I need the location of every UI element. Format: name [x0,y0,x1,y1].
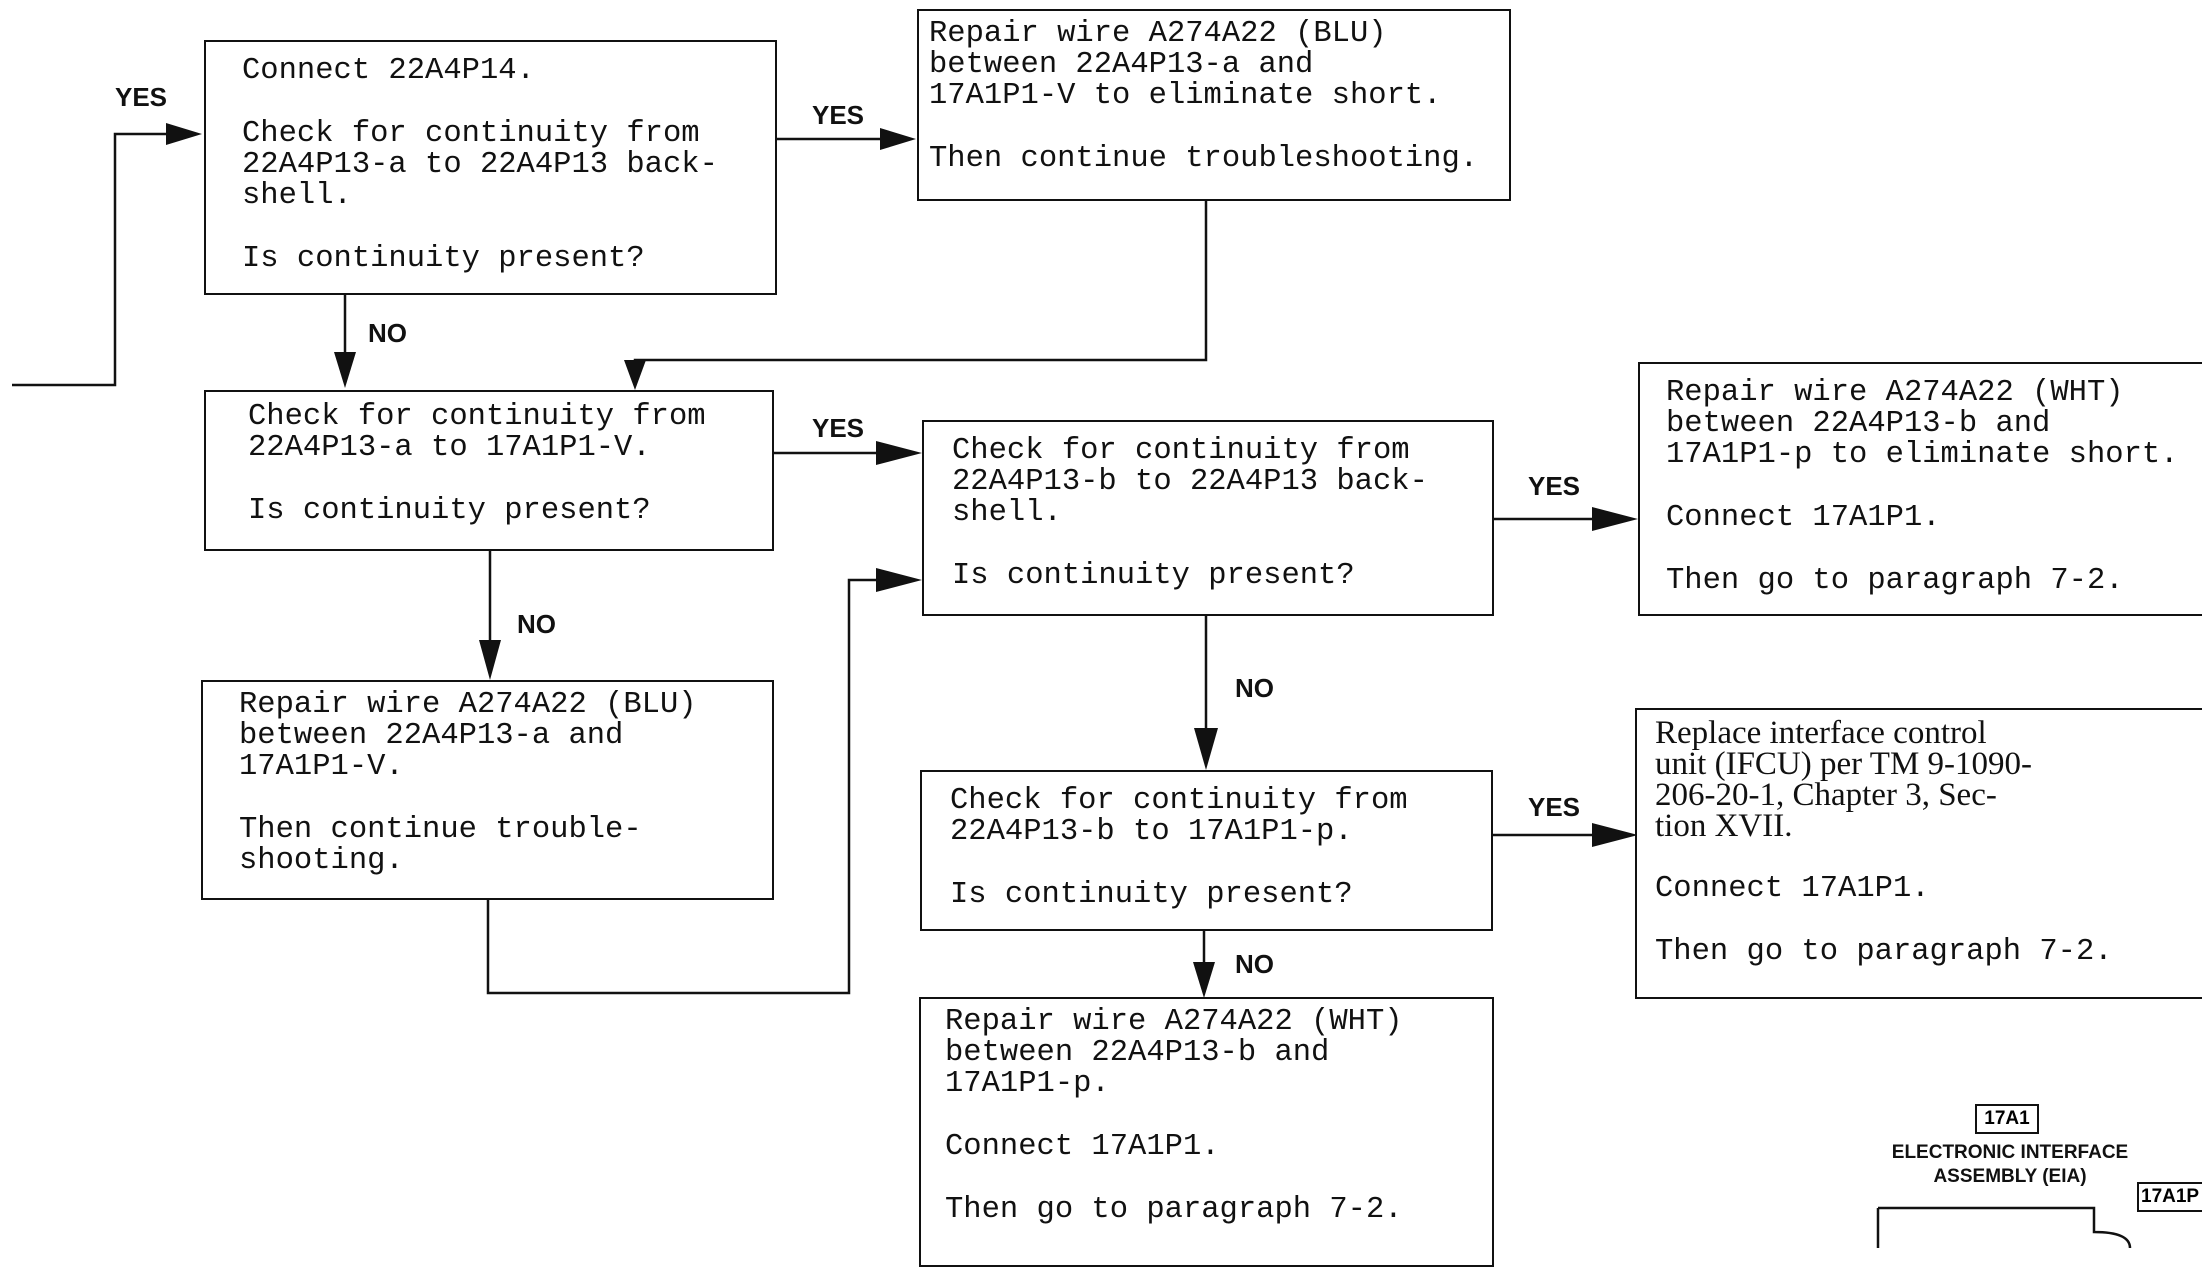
step-connect-22a4p14: Connect 22A4P14. Check for continuity fr… [204,40,777,295]
arrowhead [1194,728,1218,770]
eia-reference-tag: 17A1 [1975,1104,2039,1134]
entry-connector [12,132,170,387]
eia-assembly-outline [1878,1206,2132,1248]
arrowhead [334,352,356,388]
step-repair-wht-wire: Repair wire A274A22 (WHT) between 22A4P1… [919,997,1494,1267]
arrowhead [1193,962,1215,998]
yes-label: YES [1528,792,1581,822]
step-check-22a4p13a-to-17a1p1v: Check for continuity from 22A4P13-a to 1… [204,390,774,551]
connector-reference-tag: 17A1P [2137,1182,2202,1212]
arrowhead [1592,823,1638,847]
arrowhead [880,128,916,150]
no-label: NO [1235,949,1274,979]
step-repair-blu-short: Repair wire A274A22 (BLU) between 22A4P1… [917,9,1511,201]
arrowhead [166,123,202,145]
eia-title-line2: ASSEMBLY (EIA) [1933,1166,2087,1187]
step-repair-wht-short: Repair wire A274A22 (WHT) between 22A4P1… [1638,362,2202,616]
no-label: NO [368,318,407,348]
arrowhead [876,441,922,465]
no-label: NO [517,609,556,639]
eia-title-line1: ELECTRONIC INTERFACE [1891,1142,2129,1163]
yes-label: YES [812,100,865,130]
arrowhead [1592,507,1638,531]
yes-label: YES [115,82,168,112]
step-repair-blu-wire: Repair wire A274A22 (BLU) between 22A4P1… [201,680,774,900]
b4-return-connector [486,578,890,995]
no-label: NO [1235,673,1274,703]
step-check-22a4p13b-to-17a1p1p: Check for continuity from 22A4P13-b to 1… [920,770,1493,931]
arrowhead [876,568,922,592]
arrowhead [624,360,646,390]
arrowhead [479,640,501,680]
yes-label: YES [1528,471,1581,501]
step-check-22a4p13b-backshell: Check for continuity from 22A4P13-b to 2… [922,420,1494,616]
yes-label: YES [812,413,865,443]
step-replace-ifcu: Replace interface control unit (IFCU) pe… [1635,708,2202,999]
